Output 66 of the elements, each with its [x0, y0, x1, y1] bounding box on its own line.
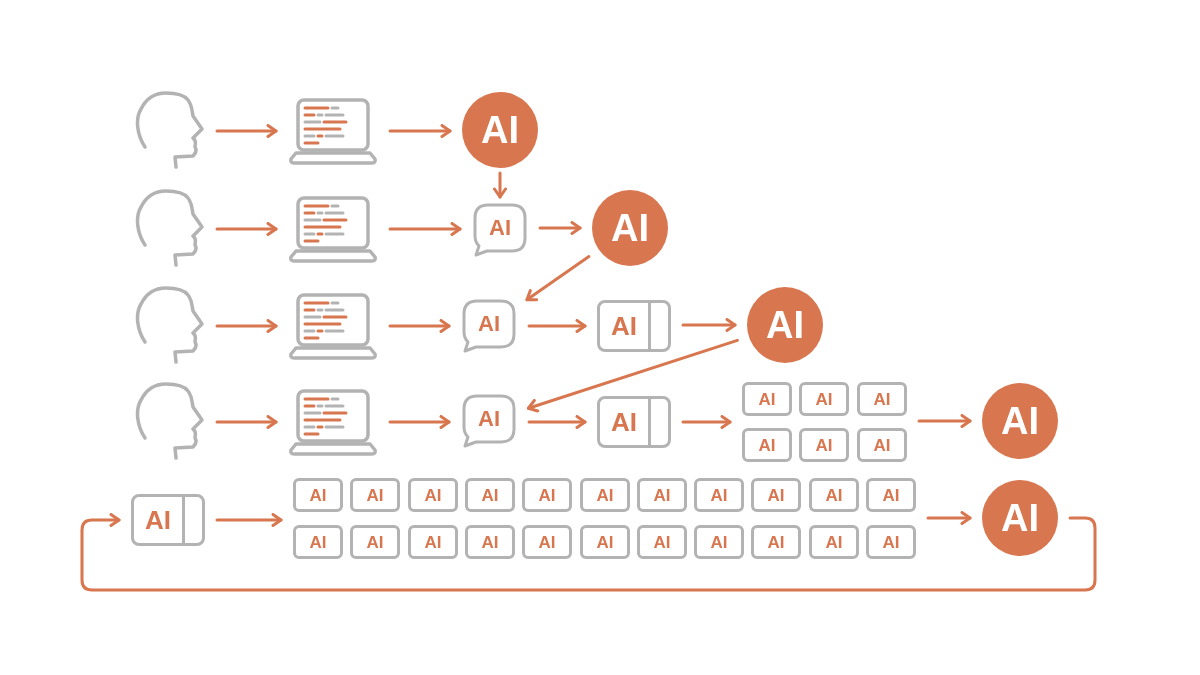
arrow [681, 318, 737, 332]
ai-label: AI [145, 507, 171, 533]
ai-tile: AI [799, 382, 849, 416]
arrow [681, 415, 732, 429]
ai-label: AI [611, 313, 637, 339]
arrow [388, 222, 462, 236]
ai-tile: AI [293, 478, 343, 512]
ai-tile: AI [742, 428, 792, 462]
ai-tile: AI [809, 525, 859, 559]
head-profile-icon [135, 91, 205, 169]
arrow [388, 124, 452, 138]
laptop-icon [288, 292, 378, 360]
ai-label: AI [478, 408, 500, 430]
laptop-icon [288, 388, 378, 456]
head-profile-icon [135, 189, 205, 267]
ai-tile: AI [694, 478, 744, 512]
laptop-icon [288, 195, 378, 263]
head-profile-icon [135, 382, 205, 460]
arrow [215, 222, 278, 236]
ai-tile: AI [580, 478, 630, 512]
ai-tile: AI [694, 525, 744, 559]
ai-tile: AI [866, 525, 916, 559]
ai-label: AI [478, 313, 500, 335]
arrow [215, 124, 278, 138]
loop-arrow [80, 513, 1097, 592]
ai-tile: AI [799, 428, 849, 462]
ai-tile: AI [580, 525, 630, 559]
ai-tile: AI [742, 382, 792, 416]
ai-tile: AI [637, 525, 687, 559]
arrow [526, 338, 739, 413]
speech-bubble [472, 202, 528, 258]
ai-tile: AI [465, 525, 515, 559]
arrow [525, 255, 591, 302]
ai-label: AI [611, 409, 637, 435]
speech-bubble [461, 393, 517, 449]
ai-panel [131, 494, 205, 546]
arrow [527, 415, 587, 429]
laptop-icon [288, 97, 378, 165]
arrow [215, 415, 278, 429]
ai-tile: AI [293, 525, 343, 559]
ai-panel [597, 396, 671, 448]
ai-tile: AI [465, 478, 515, 512]
speech-bubble [461, 298, 517, 354]
ai-tile: AI [857, 428, 907, 462]
ai-tile: AI [751, 478, 801, 512]
ai-tile: AI [751, 525, 801, 559]
ai-tile: AI [866, 478, 916, 512]
arrow [388, 415, 451, 429]
ai-tile: AI [857, 382, 907, 416]
ai-tile: AI [350, 478, 400, 512]
ai-tile: AI [637, 478, 687, 512]
ai-tile: AI [350, 525, 400, 559]
ai-tile: AI [809, 478, 859, 512]
arrow [538, 221, 582, 235]
ai-tile: AI [408, 478, 458, 512]
ai-tile: AI [522, 525, 572, 559]
arrow [493, 171, 507, 199]
ai-label: AI [489, 217, 511, 239]
arrow [215, 513, 283, 527]
head-profile-icon [135, 286, 205, 364]
ai-panel [597, 300, 671, 352]
arrow [527, 319, 587, 333]
arrow [215, 319, 278, 333]
ai-tile: AI [522, 478, 572, 512]
arrow [388, 319, 451, 333]
ai-tile: AI [408, 525, 458, 559]
